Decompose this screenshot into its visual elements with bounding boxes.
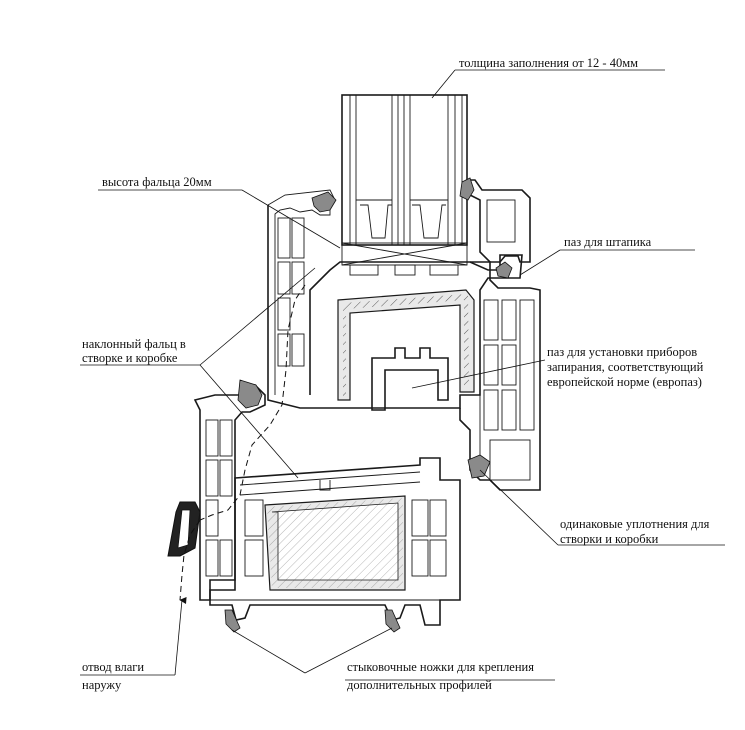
label-feet-1: стыковочные ножки для крепления	[347, 660, 534, 674]
leader-lines	[80, 69, 725, 681]
label-seals-1: одинаковые уплотнения для	[560, 517, 710, 531]
label-feet-2: дополнительных профилей	[347, 678, 492, 692]
sash-profile-lower	[193, 379, 461, 633]
drain-cap	[167, 501, 201, 557]
steel-reinforcement-lower	[264, 495, 406, 591]
label-fill-thickness: толщина заполнения от 12 - 40мм	[459, 56, 638, 70]
label-sloped-rebate-2: створке и коробке	[82, 351, 178, 365]
label-hardware-groove-1: паз для установки приборов	[547, 345, 697, 359]
label-seals-2: створки и коробки	[560, 532, 659, 546]
labels: толщина заполнения от 12 - 40мм высота ф…	[82, 56, 710, 692]
euro-groove	[371, 347, 449, 411]
glazing-unit	[341, 94, 468, 276]
label-bead-groove: паз для штапика	[564, 235, 652, 249]
steel-reinforcement-upper	[337, 289, 475, 401]
label-sloped-rebate-1: наклонный фальц в	[82, 337, 186, 351]
label-hardware-groove-3: европейской норме (европаз)	[547, 375, 702, 389]
label-drainage-2: наружу	[82, 678, 122, 692]
sash-profile-upper	[267, 177, 531, 409]
label-drainage-1: отвод влаги	[82, 660, 144, 674]
frame-profile	[459, 261, 541, 491]
label-hardware-groove-2: запирания, соответствующий	[547, 360, 704, 374]
label-rebate-height: высота фальца 20мм	[102, 175, 212, 189]
